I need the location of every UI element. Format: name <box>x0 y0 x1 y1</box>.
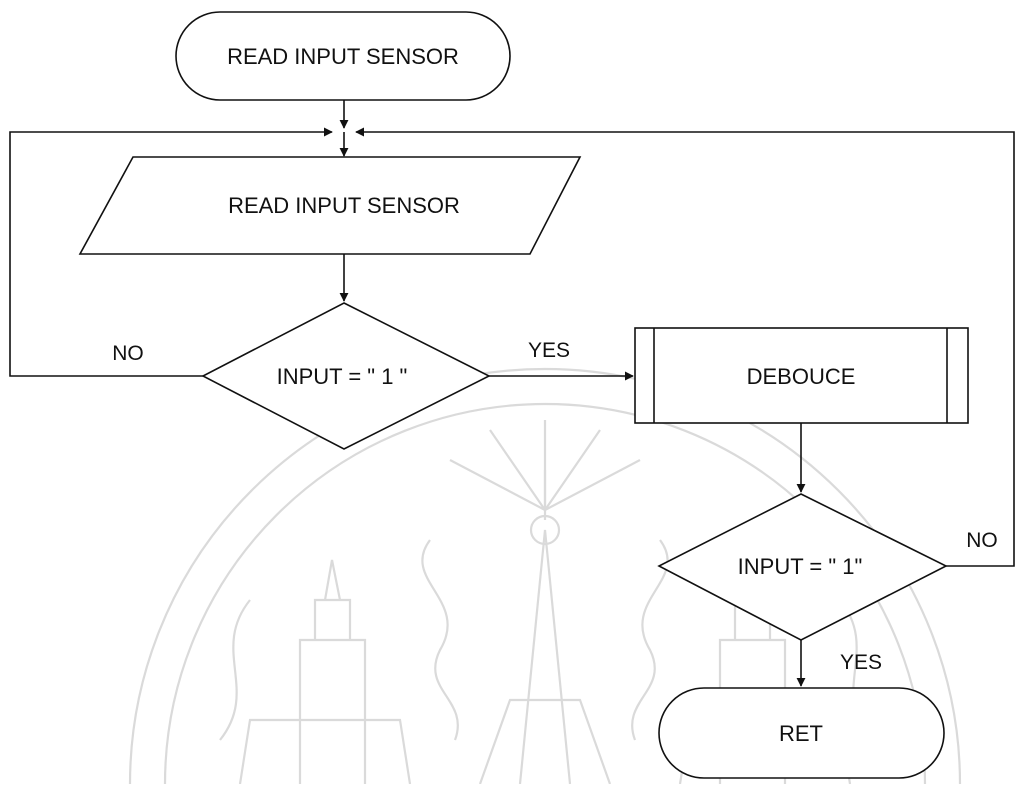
node-debounce: DEBOUCE <box>634 327 969 424</box>
node-end: RET <box>658 687 945 779</box>
edge-decision1-no <box>9 127 333 377</box>
node-decision1: INPUT = " 1 " <box>201 302 491 450</box>
edge-label-decision1-yes: YES <box>528 339 570 362</box>
node-decision2: INPUT = " 1" <box>657 493 948 641</box>
connectors <box>9 100 1015 687</box>
node-end-label: RET <box>779 721 823 746</box>
process-shape <box>634 327 969 424</box>
decision-shape <box>201 302 491 450</box>
node-decision1-label: INPUT = " 1 " <box>277 364 408 389</box>
node-debounce-label: DEBOUCE <box>747 364 856 389</box>
edge-label-decision2-no: NO <box>966 529 998 552</box>
edge-label-decision1-no: NO <box>112 342 144 365</box>
node-decision2-label: INPUT = " 1" <box>738 554 863 579</box>
terminator-shape <box>658 687 945 779</box>
node-read-label: READ INPUT SENSOR <box>228 193 460 218</box>
node-start-label: READ INPUT SENSOR <box>227 44 459 69</box>
io-shape <box>78 156 582 255</box>
terminator-shape <box>175 11 511 101</box>
edge-decision2-no <box>355 127 1015 567</box>
edge-label-decision2-yes: YES <box>840 651 882 674</box>
decision-shape <box>657 493 948 641</box>
node-read: READ INPUT SENSOR <box>78 156 582 255</box>
node-start: READ INPUT SENSOR <box>175 11 511 101</box>
